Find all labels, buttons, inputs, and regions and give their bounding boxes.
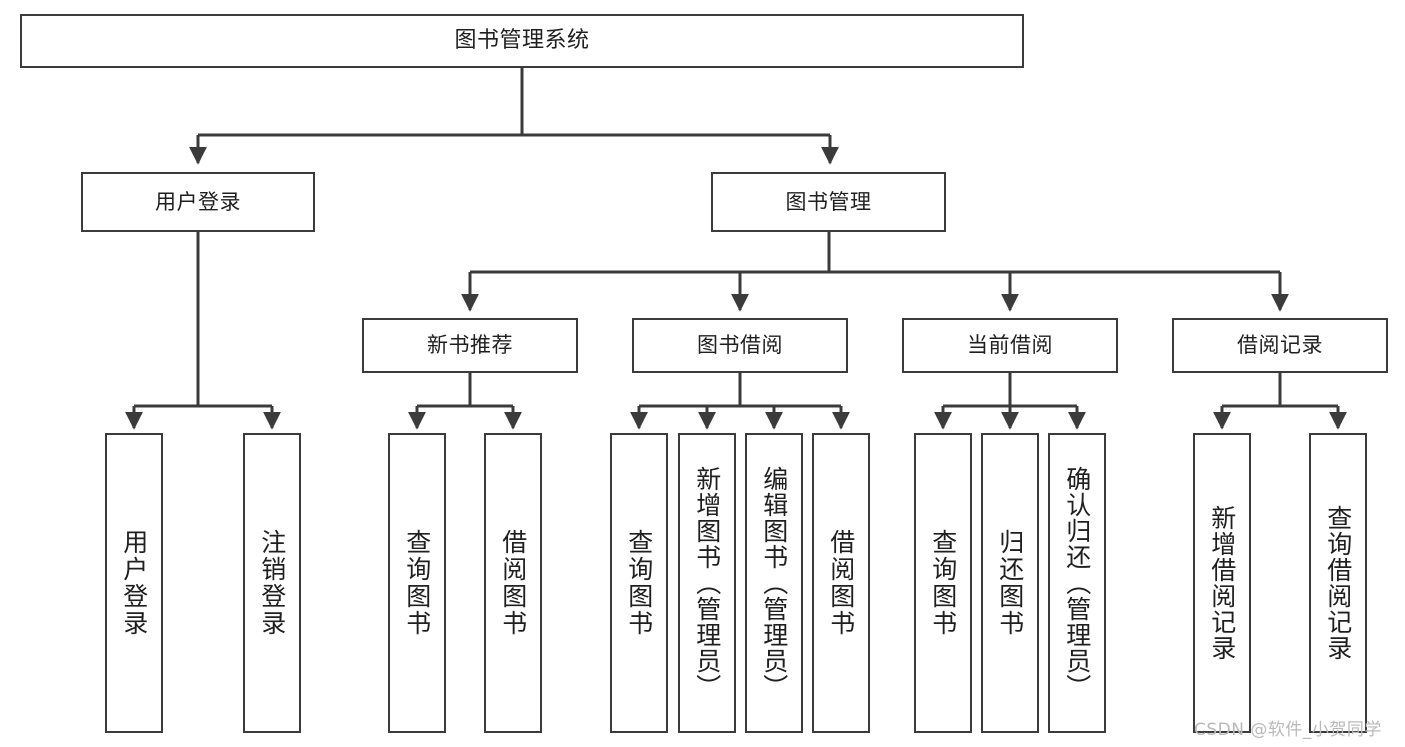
node-label: 新增图书（管理员） bbox=[692, 466, 722, 700]
node-label: 查询借阅记录 bbox=[1323, 505, 1353, 661]
node-label: 图书借阅 bbox=[697, 333, 783, 358]
node-book-management[interactable]: 图书管理 bbox=[711, 172, 946, 232]
node-label: 当前借阅 bbox=[967, 333, 1053, 358]
leaf-query-book-3[interactable]: 查询图书 bbox=[914, 433, 972, 733]
leaf-query-book-2[interactable]: 查询图书 bbox=[610, 433, 668, 733]
leaf-edit-book-admin[interactable]: 编辑图书（管理员） bbox=[745, 433, 803, 733]
node-label: 借阅记录 bbox=[1237, 333, 1323, 358]
node-label: 查询图书 bbox=[624, 529, 654, 637]
leaf-return-book[interactable]: 归还图书 bbox=[981, 433, 1039, 733]
leaf-add-borrow-record[interactable]: 新增借阅记录 bbox=[1193, 433, 1251, 733]
node-label: 图书管理 bbox=[785, 189, 872, 214]
node-label: 用户登录 bbox=[119, 529, 149, 637]
node-label: 归还图书 bbox=[995, 529, 1025, 637]
node-label: 编辑图书（管理员） bbox=[759, 466, 789, 700]
node-new-book-recommend[interactable]: 新书推荐 bbox=[362, 318, 578, 373]
leaf-query-book-1[interactable]: 查询图书 bbox=[388, 433, 446, 733]
leaf-user-login[interactable]: 用户登录 bbox=[105, 433, 163, 733]
node-user-login[interactable]: 用户登录 bbox=[81, 172, 315, 232]
node-label: 图书管理系统 bbox=[454, 28, 590, 54]
node-label: 查询图书 bbox=[402, 529, 432, 637]
leaf-query-borrow-record[interactable]: 查询借阅记录 bbox=[1309, 433, 1367, 733]
node-label: 确认归还（管理员） bbox=[1062, 466, 1092, 700]
node-root[interactable]: 图书管理系统 bbox=[20, 14, 1024, 68]
leaf-logout[interactable]: 注销登录 bbox=[243, 433, 301, 733]
leaf-add-book-admin[interactable]: 新增图书（管理员） bbox=[678, 433, 736, 733]
leaf-borrow-book-2[interactable]: 借阅图书 bbox=[812, 433, 870, 733]
node-label: 用户登录 bbox=[155, 189, 241, 214]
csdn-watermark: CSDN @软件_小贺同学 bbox=[1194, 720, 1382, 740]
leaf-borrow-book-1[interactable]: 借阅图书 bbox=[484, 433, 542, 733]
leaf-confirm-return-admin[interactable]: 确认归还（管理员） bbox=[1048, 433, 1106, 733]
node-label: 新书推荐 bbox=[427, 333, 513, 358]
node-borrow-records[interactable]: 借阅记录 bbox=[1172, 318, 1388, 373]
node-label: 借阅图书 bbox=[826, 529, 856, 637]
node-label: 新增借阅记录 bbox=[1207, 505, 1237, 661]
node-label: 注销登录 bbox=[257, 529, 287, 637]
node-label: 查询图书 bbox=[928, 529, 958, 637]
node-label: 借阅图书 bbox=[498, 529, 528, 637]
node-book-borrow[interactable]: 图书借阅 bbox=[632, 318, 848, 373]
node-current-borrow[interactable]: 当前借阅 bbox=[902, 318, 1118, 373]
